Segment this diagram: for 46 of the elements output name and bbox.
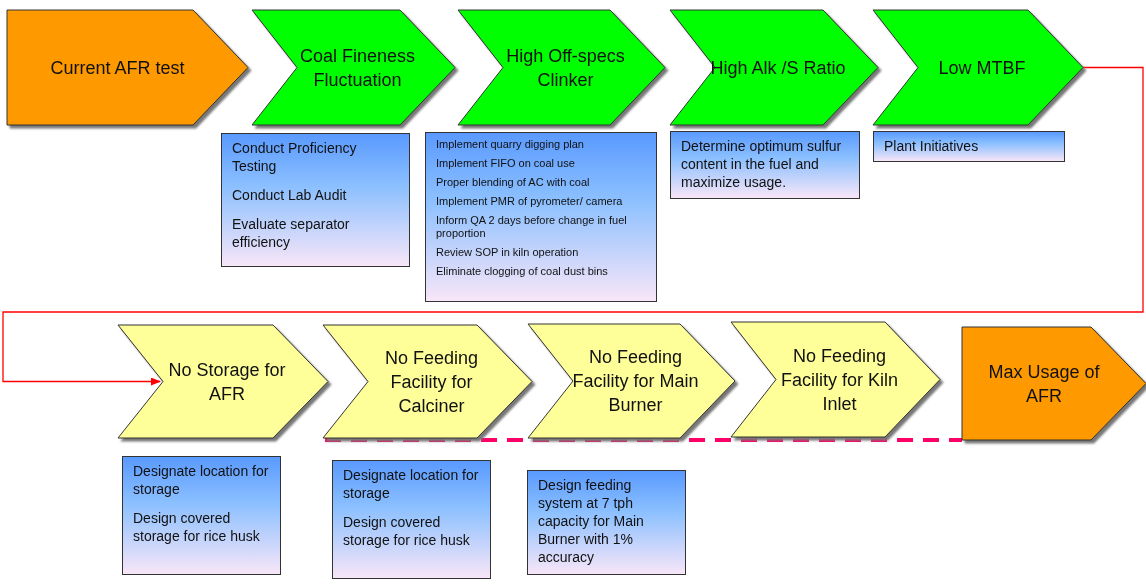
action-item: Designate location for storage	[133, 462, 270, 498]
action-list-box	[122, 456, 281, 575]
action-item: Plant Initiatives	[884, 137, 980, 155]
step-label: Coal Fineness Fluctuation	[298, 44, 417, 92]
action-item: Inform QA 2 days before change in fuel proportion	[436, 214, 628, 240]
action-item: Implement quarry digging plan	[436, 138, 585, 151]
action-item: Implement PMR of pyrometer/ camera	[436, 195, 624, 208]
action-list-box	[332, 460, 491, 579]
step-label: No Feeding Facility for Calciner	[383, 346, 480, 418]
arrow	[2, 66, 1144, 386]
action-item: Design covered storage for rice husk	[133, 509, 261, 545]
step-label: Max Usage of AFR	[987, 360, 1101, 408]
pentagon-step	[7, 10, 248, 125]
action-list-box	[221, 133, 410, 267]
chevron-step	[118, 325, 328, 438]
action-list-box	[425, 132, 657, 302]
pentagon-step	[962, 327, 1146, 440]
action-list-box	[873, 131, 1065, 162]
chevron-step	[323, 325, 532, 438]
dashed-line	[325, 438, 962, 442]
step-label: No Feeding Facility for Kiln Inlet	[780, 344, 899, 416]
step-label: Low MTBF	[938, 56, 1026, 80]
action-item: Conduct Proficiency Testing	[232, 139, 358, 175]
chevron-step	[528, 324, 735, 438]
action-list-box	[670, 131, 860, 199]
chevron-step	[458, 10, 665, 125]
action-item: Design feeding system at 7 tph capacity for Main Burner with 1% accuracy	[538, 476, 645, 566]
action-item: Design covered storage for rice husk	[343, 513, 471, 549]
action-list-box	[527, 470, 686, 575]
step-label: No Feeding Facility for Main Burner	[571, 346, 700, 417]
chevron-step	[873, 10, 1083, 125]
chevron-step	[731, 322, 940, 437]
action-item: Proper blending of AC with coal	[436, 176, 591, 189]
action-item: Eliminate clogging of coal dust bins	[436, 265, 609, 278]
chevron-step	[670, 10, 878, 125]
action-item: Evaluate separator efficiency	[232, 215, 351, 251]
step-label: No Storage for AFR	[167, 358, 287, 406]
action-item: Designate location for storage	[343, 466, 480, 502]
action-item: Conduct Lab Audit	[232, 186, 348, 204]
step-label: High Alk /S Ratio	[710, 56, 846, 80]
step-label: High Off-specs Clinker	[505, 44, 626, 92]
step-label: Current AFR test	[50, 56, 185, 80]
action-item: Determine optimum sulfur content in the fuel and maximize usage.	[681, 137, 843, 191]
action-item: Review SOP in kiln operation	[436, 246, 580, 259]
action-item: Implement FIFO on coal use	[436, 157, 576, 170]
chevron-step	[252, 10, 455, 125]
